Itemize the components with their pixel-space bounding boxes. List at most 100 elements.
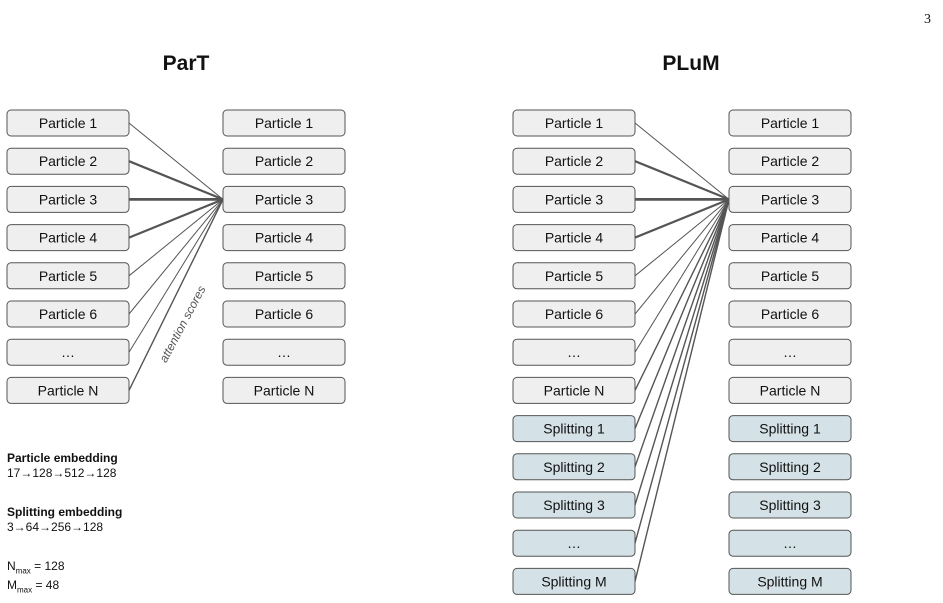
attention-line — [634, 199, 730, 582]
box-label: … — [783, 535, 797, 551]
box-shape — [728, 262, 852, 290]
plum-input-box: … — [512, 529, 636, 557]
attention-line — [128, 199, 224, 353]
part-panel-title: ParT — [162, 52, 210, 75]
box-label: Particle 6 — [39, 306, 98, 322]
box-shape — [222, 147, 346, 175]
box-shape — [6, 338, 130, 366]
box-shape — [728, 376, 852, 404]
part-output-box: Particle 4 — [222, 224, 346, 252]
box-label: Particle 3 — [545, 191, 604, 207]
box-label: Splitting M — [541, 573, 606, 589]
part-input-box: … — [6, 338, 130, 366]
box-shape — [728, 529, 852, 557]
box-shape — [6, 262, 130, 290]
part-output-box: Particle 3 — [222, 185, 346, 213]
plum-output-box: Particle 2 — [728, 147, 852, 175]
plum-output-box: Splitting 2 — [728, 453, 852, 481]
particle-embedding-value: 17→128→512→128 — [7, 466, 117, 480]
plum-output-box: Splitting 3 — [728, 491, 852, 519]
box-label: … — [61, 344, 75, 360]
box-label: Particle 1 — [545, 115, 604, 131]
plum-input-box: Splitting 1 — [512, 415, 636, 443]
box-label: Splitting 1 — [759, 421, 821, 437]
box-label: Particle 1 — [255, 115, 314, 131]
box-shape — [6, 185, 130, 213]
box-shape — [728, 109, 852, 137]
plum-output-box: … — [728, 529, 852, 557]
particle-embedding-info: Particle embedding 17→128→512→128 — [7, 451, 118, 481]
box-label: Splitting 2 — [543, 459, 605, 475]
box-label: Splitting M — [757, 573, 822, 589]
box-label: Particle 4 — [255, 230, 314, 246]
plum-input-box: Particle 4 — [512, 224, 636, 252]
box-shape — [728, 338, 852, 366]
n-max-line: Nmax = 128 — [7, 559, 65, 576]
plum-input-box: Particle 1 — [512, 109, 636, 137]
box-shape — [222, 224, 346, 252]
box-shape — [728, 567, 852, 595]
plum-output-box: Particle 3 — [728, 185, 852, 213]
part-input-box: Particle 4 — [6, 224, 130, 252]
box-label: … — [277, 344, 291, 360]
box-shape — [728, 491, 852, 519]
box-shape — [6, 147, 130, 175]
box-shape — [512, 453, 636, 481]
plum-output-box: Particle N — [728, 376, 852, 404]
box-label: Particle 4 — [545, 230, 604, 246]
part-input-box: Particle 1 — [6, 109, 130, 137]
box-label: … — [567, 344, 581, 360]
box-shape — [222, 185, 346, 213]
box-shape — [6, 300, 130, 328]
plum-input-box: Particle 6 — [512, 300, 636, 328]
box-label: Particle 6 — [761, 306, 820, 322]
box-label: … — [567, 535, 581, 551]
part-input-box: Particle 5 — [6, 262, 130, 290]
splitting-embedding-info: Splitting embedding 3→64→256→128 — [7, 505, 122, 535]
part-input-box: Particle 2 — [6, 147, 130, 175]
plum-output-box: Particle 1 — [728, 109, 852, 137]
plum-input-box: Splitting M — [512, 567, 636, 595]
plum-input-box: Particle 5 — [512, 262, 636, 290]
box-label: Particle 5 — [761, 268, 820, 284]
box-label: Particle N — [254, 382, 315, 398]
attention-line — [634, 199, 730, 277]
box-shape — [222, 262, 346, 290]
plum-attention-lines — [634, 122, 730, 582]
box-label: Particle 2 — [545, 153, 604, 169]
splitting-embedding-value: 3→64→256→128 — [7, 520, 104, 534]
box-label: … — [783, 344, 797, 360]
plum-output-box: Splitting 1 — [728, 415, 852, 443]
attention-line — [634, 198, 730, 239]
plum-output-box: Splitting M — [728, 567, 852, 595]
box-shape — [728, 453, 852, 481]
part-output-box: … — [222, 338, 346, 366]
plum-input-box: Splitting 3 — [512, 491, 636, 519]
plum-output-box: … — [728, 338, 852, 366]
part-output-box: Particle 5 — [222, 262, 346, 290]
attention-line — [634, 122, 730, 200]
box-shape — [512, 185, 636, 213]
box-label: Particle 6 — [255, 306, 314, 322]
attention-line — [634, 160, 730, 201]
plum-input-box: … — [512, 338, 636, 366]
box-shape — [512, 224, 636, 252]
box-shape — [6, 224, 130, 252]
box-shape — [728, 147, 852, 175]
box-shape — [728, 185, 852, 213]
attention-line — [128, 198, 224, 239]
part-attention-lines — [128, 122, 224, 391]
attention-line — [634, 199, 730, 353]
attention-line — [128, 122, 224, 200]
attention-line — [128, 199, 224, 277]
plum-input-box: Splitting 2 — [512, 453, 636, 481]
box-shape — [222, 300, 346, 328]
box-shape — [512, 529, 636, 557]
box-shape — [728, 415, 852, 443]
box-shape — [512, 376, 636, 404]
box-label: Particle 5 — [255, 268, 314, 284]
plum-input-box: Particle 2 — [512, 147, 636, 175]
attention-line — [128, 160, 224, 201]
part-input-box: Particle N — [6, 376, 130, 404]
